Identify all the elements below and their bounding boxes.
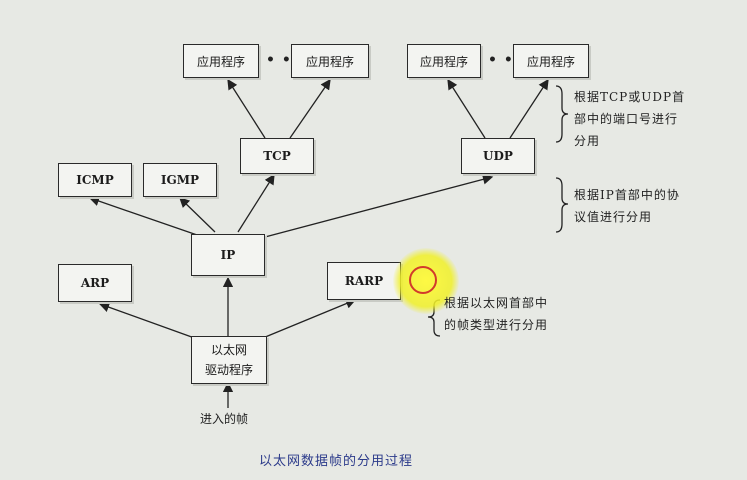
proto-note-line1: 根据IP首部中的协	[574, 188, 680, 202]
proto-note-line2: 议值进行分用	[574, 210, 653, 224]
igmp-label: IGMP	[160, 173, 200, 187]
tcp-box: TCP	[240, 138, 314, 174]
rarp-box: RARP	[327, 262, 401, 300]
arrow-ip-tcp	[237, 173, 275, 233]
ip-box: IP	[191, 234, 265, 276]
frame-note-line2: 的帧类型进行分用	[444, 318, 549, 332]
arrow-driver-arp	[98, 302, 201, 341]
ethernet-driver-box: 以太网 驱动程序	[191, 336, 267, 384]
app-box-3: 应用程序	[407, 44, 481, 78]
arrow-ip-udp	[264, 174, 494, 238]
port-note-line2: 部中的端口号进行	[574, 112, 679, 126]
app-box-2-label: 应用程序	[305, 54, 354, 69]
frame-type-demux-note: 根据以太网首部中 的帧类型进行分用	[444, 292, 548, 336]
arrow-tcp-app2	[289, 78, 331, 139]
protocol-demux-note: 根据IP首部中的协 议值进行分用	[574, 184, 680, 228]
icmp-label: ICMP	[76, 173, 114, 187]
port-note-line3: 分用	[574, 134, 601, 148]
app-box-3-label: 应用程序	[419, 54, 468, 69]
incoming-frame-label: 进入的帧	[200, 412, 249, 426]
brace-port	[555, 85, 569, 143]
driver-label-line2: 驱动程序	[204, 363, 253, 377]
app-box-1-label: 应用程序	[196, 54, 245, 69]
app-box-4: 应用程序	[513, 44, 589, 78]
arrow-udp-app3	[447, 78, 486, 139]
icmp-box: ICMP	[58, 163, 132, 197]
arrow-udp-app4	[509, 78, 549, 139]
app-box-1: 应用程序	[183, 44, 259, 78]
driver-label-line1: 以太网	[210, 343, 247, 357]
port-demux-note: 根据TCP或UDP首 部中的端口号进行 分用	[574, 86, 685, 152]
arp-label: ARP	[80, 276, 110, 290]
igmp-box: IGMP	[143, 163, 217, 197]
ip-label: IP	[220, 248, 236, 262]
arrow-ip-icmp	[88, 196, 201, 237]
arrow-tcp-app1	[227, 78, 266, 139]
arrow-ip-igmp	[179, 197, 216, 233]
udp-box: UDP	[461, 138, 535, 174]
figure-caption: 以太网数据帧的分用过程	[259, 454, 414, 469]
port-note-line1: 根据TCP或UDP首	[574, 90, 686, 104]
app-box-4-label: 应用程序	[526, 54, 575, 69]
arrow-driver-rarp	[257, 298, 357, 341]
udp-label: UDP	[483, 149, 513, 163]
frame-note-line1: 根据以太网首部中	[444, 296, 549, 310]
brace-proto	[555, 177, 569, 233]
arp-box: ARP	[58, 264, 132, 302]
rarp-label: RARP	[344, 274, 384, 288]
tcp-label: TCP	[263, 149, 291, 163]
app-box-2: 应用程序	[291, 44, 369, 78]
cursor-ring-icon	[409, 266, 437, 294]
